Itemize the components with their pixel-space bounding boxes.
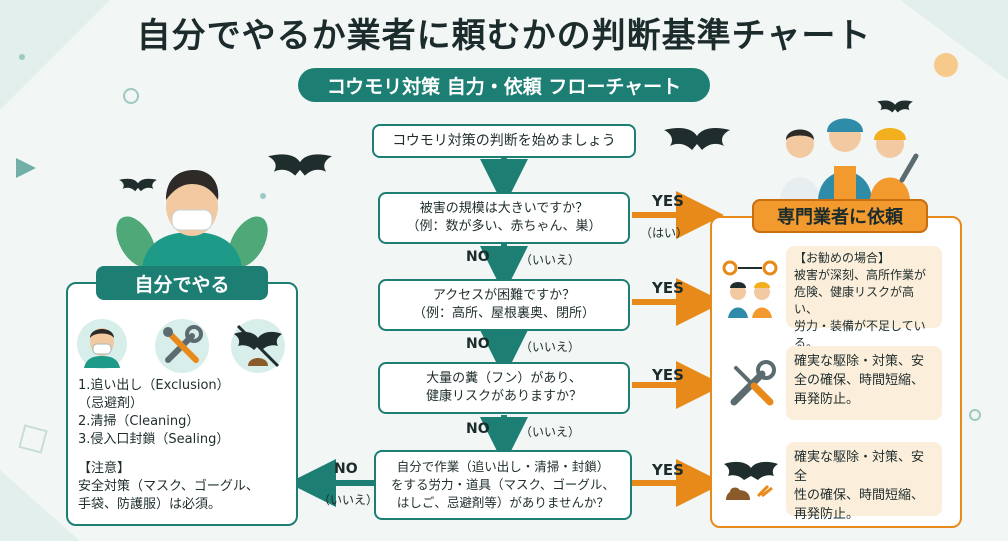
yes-paren-label: （はい） bbox=[640, 226, 689, 240]
no-label-3: NO bbox=[466, 421, 490, 437]
no-paren-label-1: （いいえ） bbox=[520, 253, 581, 267]
diy-note-line-2: 手袋、防護服）は必須。 bbox=[78, 497, 222, 512]
no-bat-icon bbox=[231, 319, 285, 373]
no-label-2: NO bbox=[466, 336, 490, 352]
pro-benefit1-line-2: 全の確保、時間短縮、 bbox=[794, 373, 925, 388]
yes-label-4: YES bbox=[652, 461, 684, 479]
pro-benefit1-line-3: 再発防止。 bbox=[794, 392, 860, 407]
diy-step-1: 1.追い出し（Exclusion） bbox=[78, 378, 230, 393]
pro-heading: 専門業者に依頼 bbox=[752, 199, 928, 233]
diy-step-3: 3.侵入口封鎖（Sealing） bbox=[78, 432, 230, 447]
diy-note-line-1: 安全対策（マスク、ゴーグル、 bbox=[78, 479, 259, 494]
pro-recommend-box: 【お勧めの場合】 被害が深刻、高所作業が 危険、健康リスクが高い、 労力・装備が… bbox=[786, 246, 942, 350]
question-1-line1: 被害の規模は大きいですか？ bbox=[419, 201, 589, 216]
pro-benefit2-line-3: 再発防止。 bbox=[794, 507, 860, 522]
mask-person-icon bbox=[116, 170, 268, 268]
no-paren-label-4: （いいえ） bbox=[318, 493, 379, 507]
flowchart-subtitle: コウモリ対策 自力・依頼 フローチャート bbox=[298, 68, 710, 102]
no-label-1: NO bbox=[466, 249, 490, 265]
mask-face-icon bbox=[77, 319, 127, 369]
bat-icon-2 bbox=[267, 154, 333, 176]
pro-benefit-box-1: 確実な駆除・対策、安 全の確保、時間短縮、 再発防止。 bbox=[786, 346, 942, 420]
pro-benefit2-line-1: 確実な駆除・対策、安全 bbox=[794, 450, 925, 484]
no-paren-label-2: （いいえ） bbox=[520, 340, 581, 354]
start-box: コウモリ対策の判断を始めましょう bbox=[372, 124, 636, 158]
workers-icon bbox=[780, 118, 919, 200]
pro-recommend-title: 【お勧めの場合】 bbox=[794, 251, 891, 265]
diy-step-2: 2.清掃（Cleaning） bbox=[78, 414, 200, 429]
question-box-1: 被害の規模は大きいですか？ （例：数が多い、赤ちゃん、巣） bbox=[378, 192, 630, 244]
diy-heading: 自分でやる bbox=[96, 266, 268, 300]
droppings-icon bbox=[724, 461, 778, 500]
question-3-line2: 健康リスクがありますか？ bbox=[425, 389, 582, 404]
diy-note-title: 【注意】 bbox=[78, 461, 131, 476]
yes-label-2: YES bbox=[652, 279, 684, 297]
question-box-3: 大量の糞（フン）があり、 健康リスクがありますか？ bbox=[378, 362, 630, 414]
pro-recommend-line-1: 被害が深刻、高所作業が bbox=[794, 268, 927, 282]
pro-benefit-box-2: 確実な駆除・対策、安全 性の確保、時間短縮、 再発防止。 bbox=[786, 442, 942, 522]
diy-note: 【注意】 安全対策（マスク、ゴーグル、 手袋、防護服）は必須。 bbox=[78, 460, 259, 514]
question-1-line2: （例：数が多い、赤ちゃん、巣） bbox=[406, 219, 602, 234]
team-gears-icon bbox=[722, 260, 778, 318]
bat-icon-4 bbox=[877, 100, 913, 113]
start-text: コウモリ対策の判断を始めましょう bbox=[392, 133, 616, 149]
bat-icon-3 bbox=[119, 178, 157, 192]
question-3-line1: 大量の糞（フン）があり、 bbox=[426, 371, 582, 386]
pro-recommend-line-2: 危険、健康リスクが高い、 bbox=[794, 285, 915, 316]
question-4-line2: をする労力・道具（マスク、ゴーグル、 bbox=[391, 477, 615, 492]
question-4-line1: 自分で作業（追い出し・清掃・封鎖） bbox=[396, 459, 610, 474]
pro-benefit1-line-1: 確実な駆除・対策、安 bbox=[794, 354, 925, 369]
tools-icon bbox=[155, 319, 209, 373]
page-title: 自分でやるか業者に頼むかの判断基準チャート bbox=[136, 16, 872, 56]
question-2-line1: アクセスが困難ですか？ bbox=[432, 288, 576, 303]
yes-label-1: YES bbox=[652, 192, 684, 210]
no-label-4: NO bbox=[334, 461, 358, 477]
bat-icon bbox=[664, 128, 730, 150]
question-2-line2: （例：高所、屋根裏奥、閉所） bbox=[412, 306, 595, 321]
no-paren-label-3: （いいえ） bbox=[520, 425, 581, 439]
diy-step-1-sub: （忌避剤） bbox=[78, 396, 144, 411]
question-4-line3: はしご、忌避剤等）がありませんか？ bbox=[396, 495, 610, 510]
question-box-2: アクセスが困難ですか？ （例：高所、屋根裏奥、閉所） bbox=[378, 279, 630, 331]
pro-benefit2-line-2: 性の確保、時間短縮、 bbox=[794, 488, 925, 503]
wrench-screwdriver-icon bbox=[730, 360, 776, 406]
diy-steps: 1.追い出し（Exclusion） （忌避剤） 2.清掃（Cleaning） 3… bbox=[78, 377, 230, 449]
question-box-4: 自分で作業（追い出し・清掃・封鎖） をする労力・道具（マスク、ゴーグル、 はしご… bbox=[374, 450, 632, 520]
yes-label-3: YES bbox=[652, 366, 684, 384]
